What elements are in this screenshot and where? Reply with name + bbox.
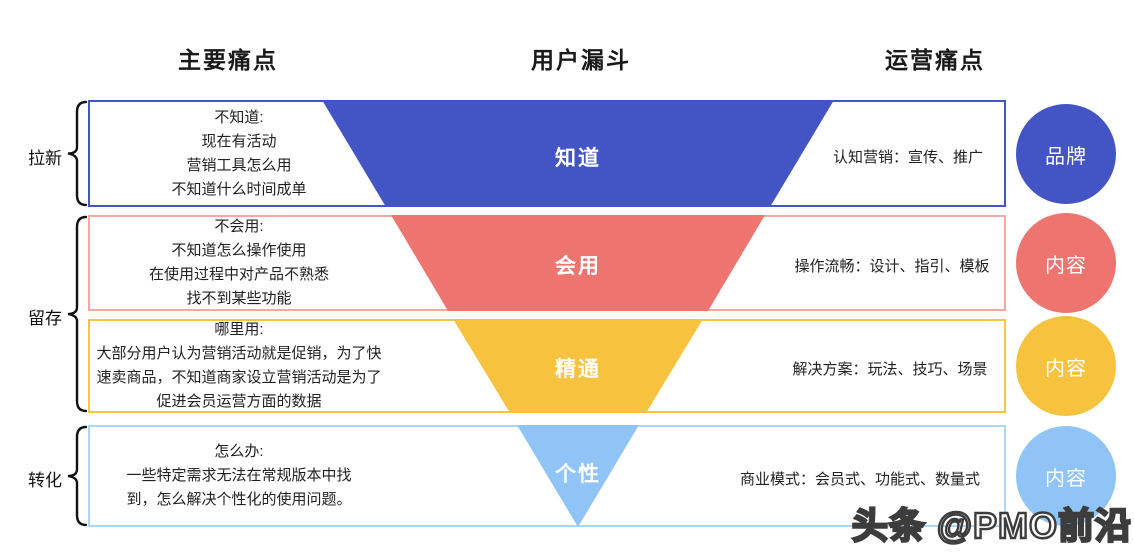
pain-text-personal: 怎么办: 一些特定需求无法在常规版本中找 到，怎么解决个性化的使用问题。 xyxy=(94,427,384,525)
funnel-label-master: 精通 xyxy=(555,358,601,381)
pain-line: 找不到某些功能 xyxy=(186,290,292,307)
pain-line: 不会用: xyxy=(214,218,264,235)
funnel-label-know: 知道 xyxy=(555,147,601,170)
brace-acquisition xyxy=(67,100,88,207)
header-ops-pain: 运营痛点 xyxy=(885,47,985,73)
pain-line: 一些特定需求无法在常规版本中找 xyxy=(126,467,352,484)
stage-label-acquisition: 拉新 xyxy=(28,149,62,168)
pain-line: 哪里用: xyxy=(214,321,264,338)
ops-text-personal: 商业模式：会员式、功能式、数量式 xyxy=(739,471,980,488)
pain-line: 促进会员运营方面的数据 xyxy=(156,393,322,410)
stage-circle-brand: 品牌 xyxy=(1016,104,1116,204)
pain-line: 在使用过程中对产品不熟悉 xyxy=(148,266,329,283)
ops-text-master: 解决方案：玩法、技巧、场景 xyxy=(792,361,988,378)
funnel-label-use: 会用 xyxy=(555,255,601,278)
funnel-label-personal: 个性 xyxy=(555,463,601,486)
pain-line: 到，怎么解决个性化的使用问题。 xyxy=(126,491,352,508)
pain-line: 速卖商品，不知道商家设立营销活动是为了 xyxy=(96,369,382,386)
stage-label-retention: 留存 xyxy=(28,309,62,328)
header-main-pain: 主要痛点 xyxy=(178,47,278,73)
pain-line: 大部分用户认为营销活动就是促销，为了快 xyxy=(96,345,382,362)
pain-line: 营销工具怎么用 xyxy=(186,156,292,174)
pain-line: 怎么办: xyxy=(214,443,264,460)
pain-text-use: 不会用: 不知道怎么操作使用 在使用过程中对产品不熟悉 找不到某些功能 xyxy=(94,217,384,309)
watermark: 头条 @PMO前沿 xyxy=(851,504,1133,547)
pain-line: 不知道: xyxy=(214,108,264,126)
stage-label-conversion: 转化 xyxy=(28,471,62,490)
brace-retention xyxy=(67,215,88,413)
pain-line: 不知道什么时间成单 xyxy=(171,180,307,198)
pain-text-master: 哪里用: 大部分用户认为营销活动就是促销，为了快 速卖商品，不知道商家设立营销活… xyxy=(94,321,384,411)
pain-text-know: 不知道: 现在有活动 营销工具怎么用 不知道什么时间成单 xyxy=(94,102,384,205)
ops-text-use: 操作流畅：设计、指引、模板 xyxy=(794,258,990,275)
ops-text-know: 认知营销：宣传、推广 xyxy=(832,149,983,166)
header-user-funnel: 用户漏斗 xyxy=(531,47,631,73)
stage-circle-content-1: 内容 xyxy=(1016,213,1116,313)
brace-conversion xyxy=(67,425,88,527)
stage-circle-content-2: 内容 xyxy=(1016,316,1116,416)
pain-line: 不知道怎么操作使用 xyxy=(171,242,307,259)
pain-line: 现在有活动 xyxy=(201,132,277,150)
stage-circle-content-3: 内容 xyxy=(1016,426,1116,526)
